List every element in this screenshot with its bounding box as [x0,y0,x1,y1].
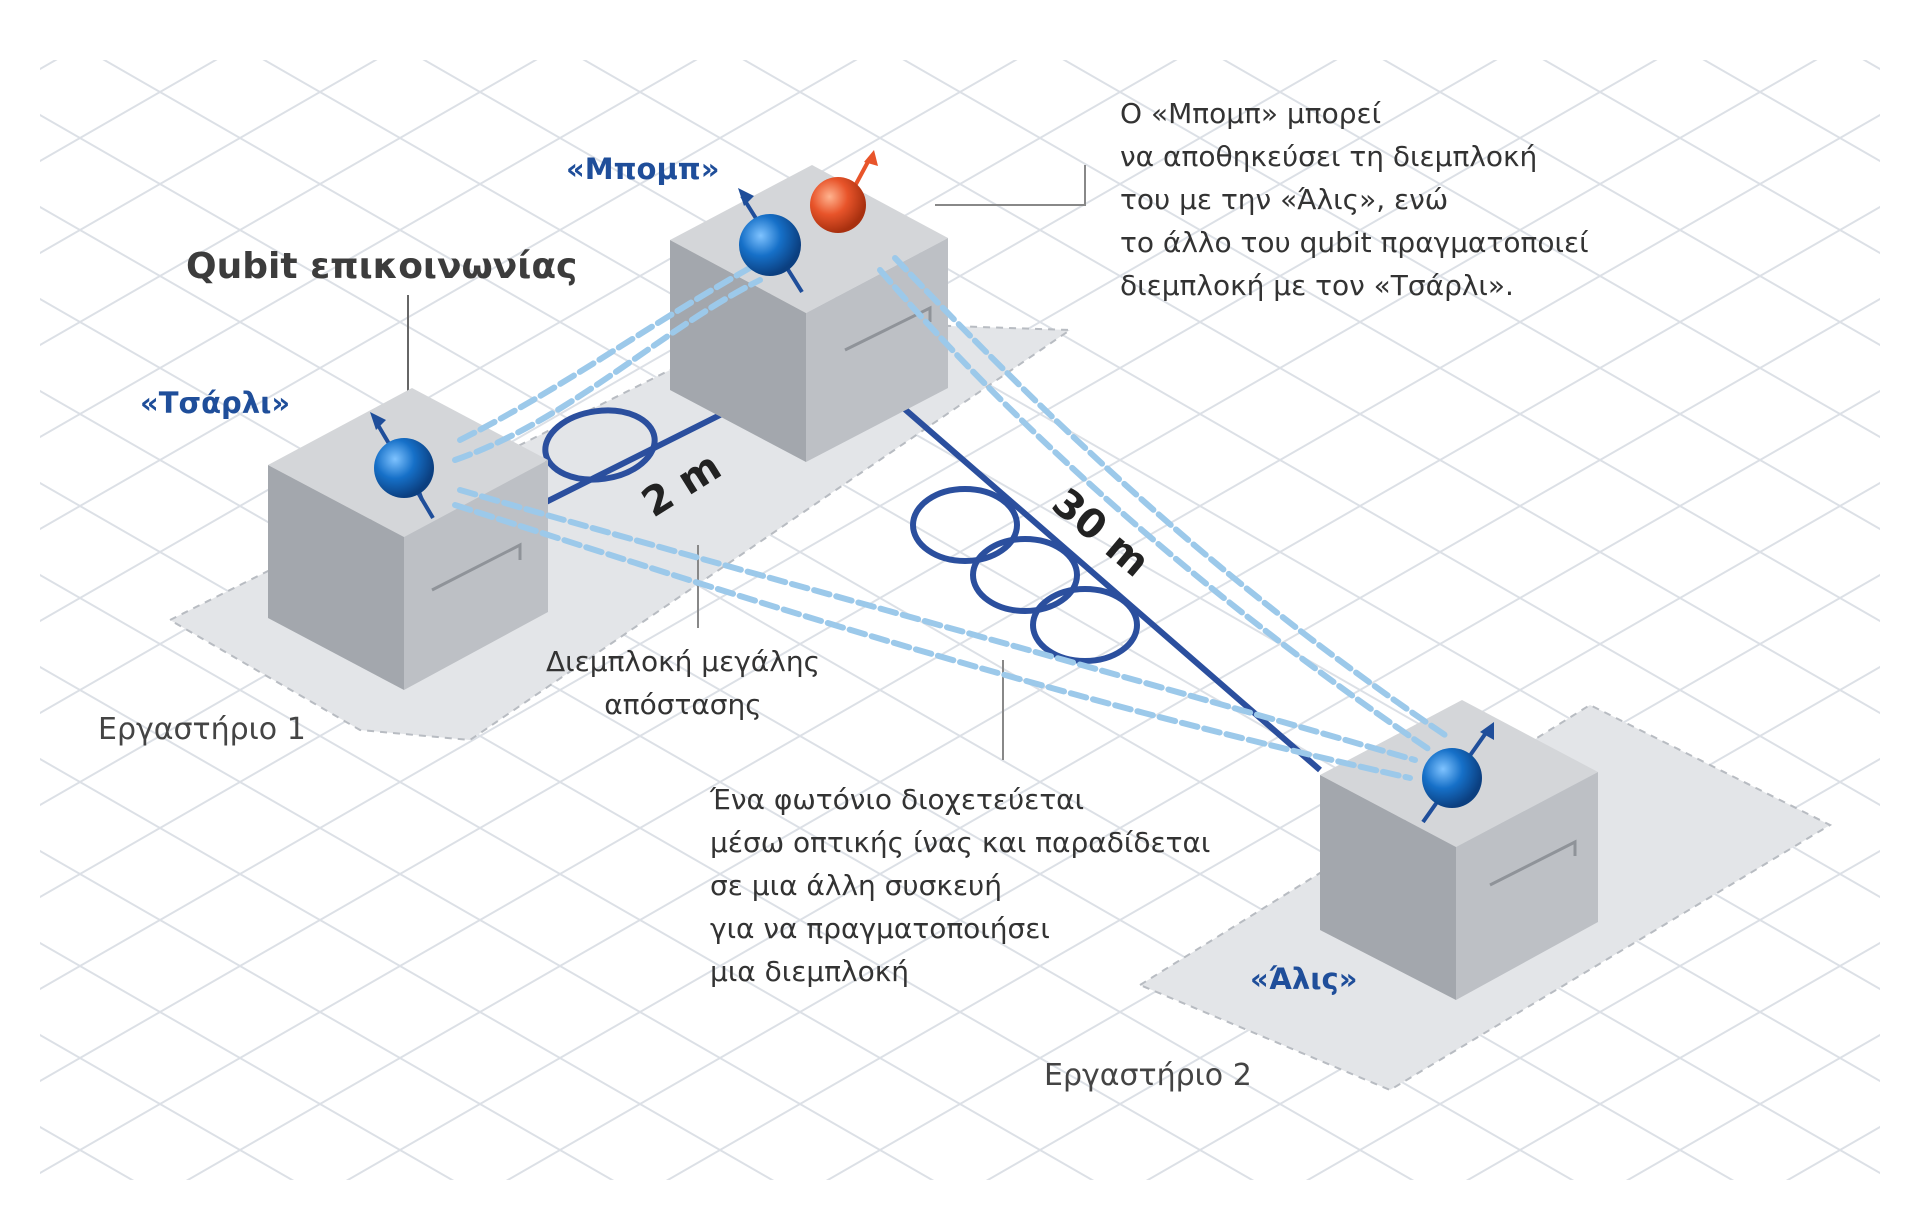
photon-note-line-5: μια διεμπλοκή [710,955,910,988]
fiber-coil-short [542,407,658,483]
photon-note-line-4: για να πραγματοποιήσει [710,912,1050,945]
fiber-coil-long-3 [1030,586,1140,664]
photon-note-line-3: σε μια άλλη συσκευή [710,869,1002,902]
photon-note: Ένα φωτόνιο διοχετεύεται μέσω οπτικής ίν… [710,778,1210,993]
bob-note-line-1: Ο «Μπομπ» μπορεί [1120,97,1382,130]
long-distance-entanglement-label: Διεμπλοκή μεγάλης απόστασης [546,640,820,726]
node-label-alice: «Άλις» [1250,962,1358,996]
fiber-coil-long-2 [970,536,1080,614]
qubit-bob-memory [810,150,878,233]
node-label-bob: «Μπομπ» [566,152,720,186]
leader-bob-note [935,165,1086,206]
lab2-label: Εργαστήριο 2 [1044,1058,1252,1093]
photon-note-line-1: Ένα φωτόνιο διοχετεύεται [710,783,1085,816]
qubit-charlie [370,412,435,520]
fiber-line-long [898,402,1322,773]
long-distance-line-2: απόστασης [604,688,762,721]
qubit-bob-communication [738,188,804,294]
entanglement-strands [452,255,1448,781]
bob-note-line-5: διεμπλοκή με τον «Τσάρλι». [1120,269,1514,302]
long-distance-line-1: Διεμπλοκή μεγάλης [546,645,821,678]
qubit-alice [1421,722,1494,824]
bob-note-line-4: το άλλο του qubit πραγματοποιεί [1120,226,1589,259]
bob-note-line-2: να αποθηκεύσει τη διεμπλοκή [1120,140,1538,173]
lab1-label: Εργαστήριο 1 [98,712,306,747]
node-label-charlie: «Τσάρλι» [140,386,291,420]
fiber-coil-long-1 [910,486,1020,564]
bob-note-line-3: του με την «Άλις», ενώ [1120,183,1449,216]
bob-note: Ο «Μπομπ» μπορεί να αποθηκεύσει τη διεμπ… [1120,92,1589,307]
qubit-heading: Qubit επικοινωνίας [186,246,578,287]
photon-note-line-2: μέσω οπτικής ίνας και παραδίδεται [710,826,1211,859]
